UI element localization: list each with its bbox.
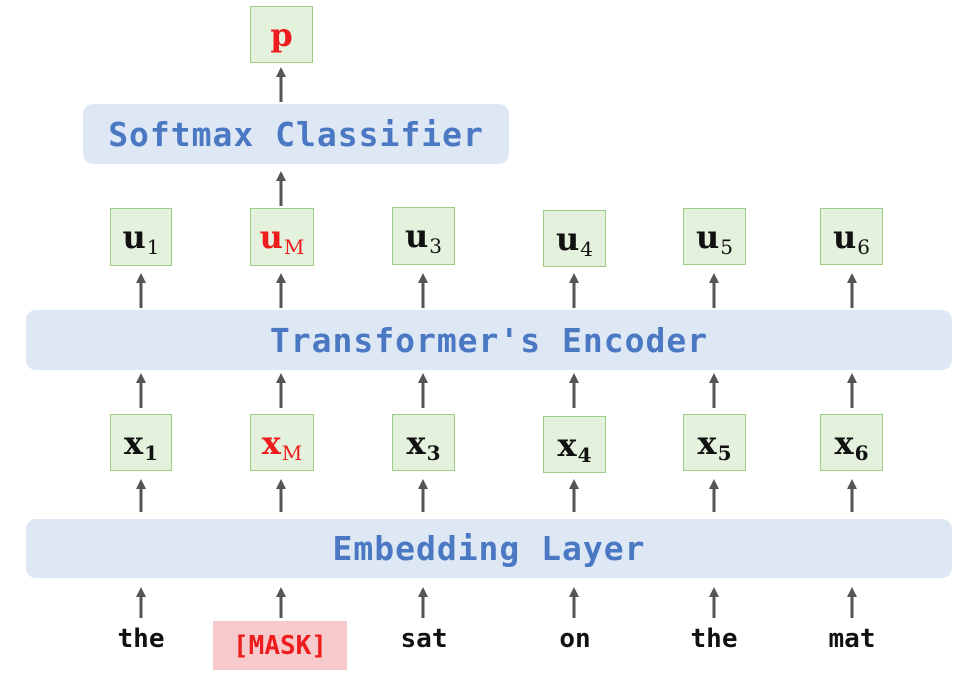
embedding-vector-sub: 5 <box>717 440 732 465</box>
output-vector-sub: M <box>283 235 305 259</box>
softmax-classifier-layer: Softmax Classifier <box>83 104 509 164</box>
input-token-the-2: the <box>690 624 738 654</box>
input-token-mat: mat <box>828 624 876 654</box>
softmax-classifier-label: Softmax Classifier <box>108 114 484 154</box>
output-vector-u3: u3 <box>392 207 455 265</box>
transformer-encoder-label: Transformer's Encoder <box>269 320 709 360</box>
output-vector-u5: u5 <box>683 208 746 265</box>
output-vector-base: u <box>556 219 580 258</box>
output-vector-u1: u1 <box>110 208 172 266</box>
embedding-vector-sub: M <box>281 440 303 465</box>
output-vector-sub: 3 <box>429 234 442 258</box>
embedding-layer: Embedding Layer <box>26 519 952 578</box>
output-vector-sub: 5 <box>720 234 733 259</box>
output-vector-um: uM <box>250 208 314 266</box>
output-p-label: p <box>270 15 293 54</box>
output-vector-u4: u4 <box>543 210 606 267</box>
output-vector-base: u <box>405 217 429 255</box>
embedding-vector-sub: 4 <box>577 442 592 467</box>
output-p-box: p <box>250 6 313 63</box>
embedding-vector-x6: x6 <box>820 414 883 471</box>
input-token-the-1: the <box>117 624 165 654</box>
embedding-vector-xm: xM <box>250 414 314 471</box>
embedding-vector-sub: 6 <box>854 440 869 465</box>
input-token-on: on <box>559 624 591 654</box>
output-vector-base: u <box>122 218 146 256</box>
embedding-vector-sub: 3 <box>426 440 441 465</box>
embedding-vector-x1: x1 <box>110 414 172 471</box>
output-vector-sub: 4 <box>580 236 593 261</box>
output-vector-base: u <box>696 217 720 256</box>
embedding-vector-base: x <box>124 423 144 462</box>
embedding-vector-x5: x5 <box>683 414 746 471</box>
output-vector-sub: 1 <box>146 235 160 259</box>
transformer-encoder-layer: Transformer's Encoder <box>26 310 952 370</box>
embedding-vector-x3: x3 <box>392 414 455 471</box>
embedding-vector-base: x <box>406 423 426 462</box>
input-token-sat: sat <box>400 624 448 654</box>
output-vector-base: u <box>833 217 857 256</box>
output-vector-base: u <box>259 218 283 256</box>
embedding-layer-label: Embedding Layer <box>332 529 646 568</box>
input-token-mask: [MASK] <box>213 621 347 670</box>
output-vector-sub: 6 <box>857 234 870 259</box>
output-vector-u6: u6 <box>820 208 883 265</box>
embedding-vector-sub: 1 <box>144 440 158 465</box>
embedding-vector-x4: x4 <box>543 416 606 473</box>
embedding-vector-base: x <box>834 423 854 462</box>
embedding-vector-base: x <box>697 423 717 462</box>
embedding-vector-base: x <box>261 423 281 462</box>
embedding-vector-base: x <box>557 425 577 464</box>
